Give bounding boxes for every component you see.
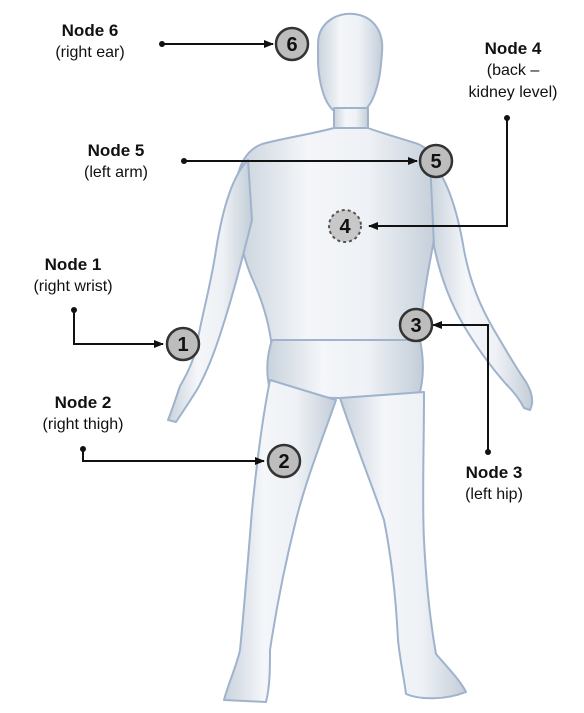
label-node-4-title: Node 4 [448, 38, 578, 60]
human-body-figure [168, 14, 532, 702]
label-node-3: Node 3 (left hip) [434, 462, 554, 506]
connector-node-3-dot [485, 449, 491, 455]
node-marker-1: 1 [167, 328, 199, 360]
node-marker-4: 4 [329, 210, 361, 242]
leg-left [340, 392, 466, 698]
label-node-6-location: (right ear) [30, 42, 150, 64]
label-node-1-location: (right wrist) [8, 276, 138, 298]
leg-right [224, 380, 336, 702]
label-node-3-location: (left hip) [434, 484, 554, 506]
connector-node-1 [74, 310, 163, 344]
head [318, 14, 382, 118]
arm-left [430, 160, 532, 410]
label-node-4-location-2: kidney level) [448, 82, 578, 104]
label-node-5-title: Node 5 [56, 140, 176, 162]
node-marker-5: 5 [420, 145, 452, 177]
label-node-4-location: (back – [448, 60, 578, 82]
label-node-1: Node 1 (right wrist) [8, 254, 138, 298]
svg-text:5: 5 [430, 151, 441, 173]
label-node-3-title: Node 3 [434, 462, 554, 484]
label-node-4: Node 4 (back – kidney level) [448, 38, 578, 104]
connector-node-2 [83, 449, 264, 461]
svg-text:6: 6 [286, 34, 297, 56]
svg-text:4: 4 [339, 216, 351, 238]
label-node-5: Node 5 (left arm) [56, 140, 176, 184]
connector-node-2-dot [80, 446, 86, 452]
node-marker-3: 3 [400, 309, 432, 341]
arm-right [168, 160, 252, 422]
connector-node-6-dot [159, 41, 165, 47]
connector-node-4-dot [504, 115, 510, 121]
label-node-6: Node 6 (right ear) [30, 20, 150, 64]
svg-text:3: 3 [410, 315, 421, 337]
label-node-6-title: Node 6 [30, 20, 150, 42]
label-node-2-title: Node 2 [18, 392, 148, 414]
connector-node-1-dot [71, 307, 77, 313]
label-node-2-location: (right thigh) [18, 414, 148, 436]
svg-text:1: 1 [177, 334, 188, 356]
node-marker-6: 6 [276, 28, 308, 60]
svg-text:2: 2 [278, 451, 289, 473]
label-node-2: Node 2 (right thigh) [18, 392, 148, 436]
node-marker-2: 2 [268, 445, 300, 477]
connector-node-5-dot [181, 158, 187, 164]
label-node-5-location: (left arm) [56, 162, 176, 184]
label-node-1-title: Node 1 [8, 254, 138, 276]
